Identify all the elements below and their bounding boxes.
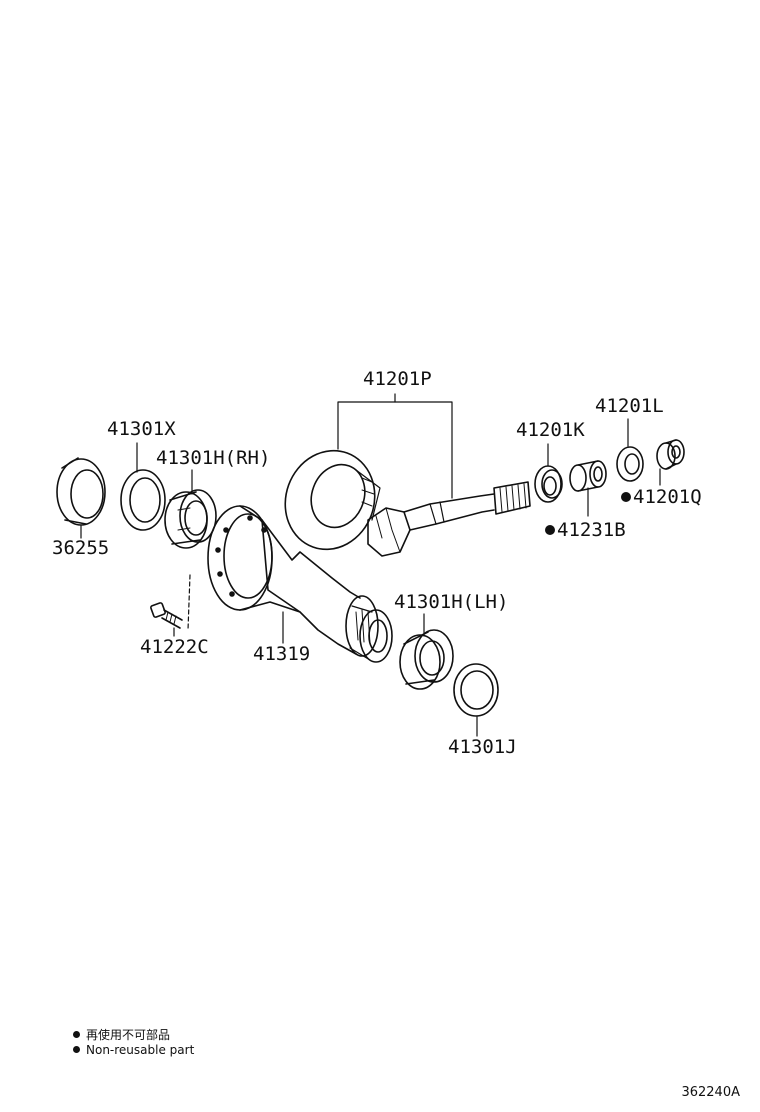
bearing-41201L [616,446,644,482]
legend-bullet-icon [73,1046,80,1053]
label-41301J: 41301J [448,736,517,758]
shim-41301J [453,663,499,717]
ring-gear-pinion-41201P [284,449,531,557]
label-41201P: 41201P [363,368,432,390]
label-41201K: 41201K [516,419,585,441]
non-reusable-marker-41231B [545,525,555,535]
bolt-41222C [150,574,191,631]
legend-text-japanese: 再使用不可部品 [86,1028,171,1042]
label-41222C: 41222C [140,636,209,658]
nut-41201Q [656,439,685,470]
label-41301H-LH: 41301H(LH) [394,591,509,613]
legend-bullet-icon [73,1031,80,1038]
oil-seal-36255 [56,457,106,526]
label-41319: 41319 [253,643,311,665]
differential-case-41319 [207,505,393,663]
legend-text-english: Non-reusable part [86,1043,195,1057]
label-36255: 36255 [52,537,110,559]
label-41231B: 41231B [557,519,626,541]
label-41301H-RH: 41301H(RH) [156,447,271,469]
label-41201L: 41201L [595,395,664,417]
bearing-41301H-LH [399,629,454,690]
leader-lines [80,393,661,737]
spacer-41231B [569,460,607,492]
legend-line-japanese: 再使用不可部品 [73,1026,170,1043]
bearing-41201K [534,465,563,503]
bearing-41301H-RH [164,489,217,549]
legend-line-english: Non-reusable part [73,1043,194,1057]
non-reusable-marker-41201Q [621,492,631,502]
document-id: 362240A [681,1085,740,1100]
label-41201Q: 41201Q [633,486,702,508]
label-41301X: 41301X [107,418,176,440]
shim-41301X [120,469,166,531]
